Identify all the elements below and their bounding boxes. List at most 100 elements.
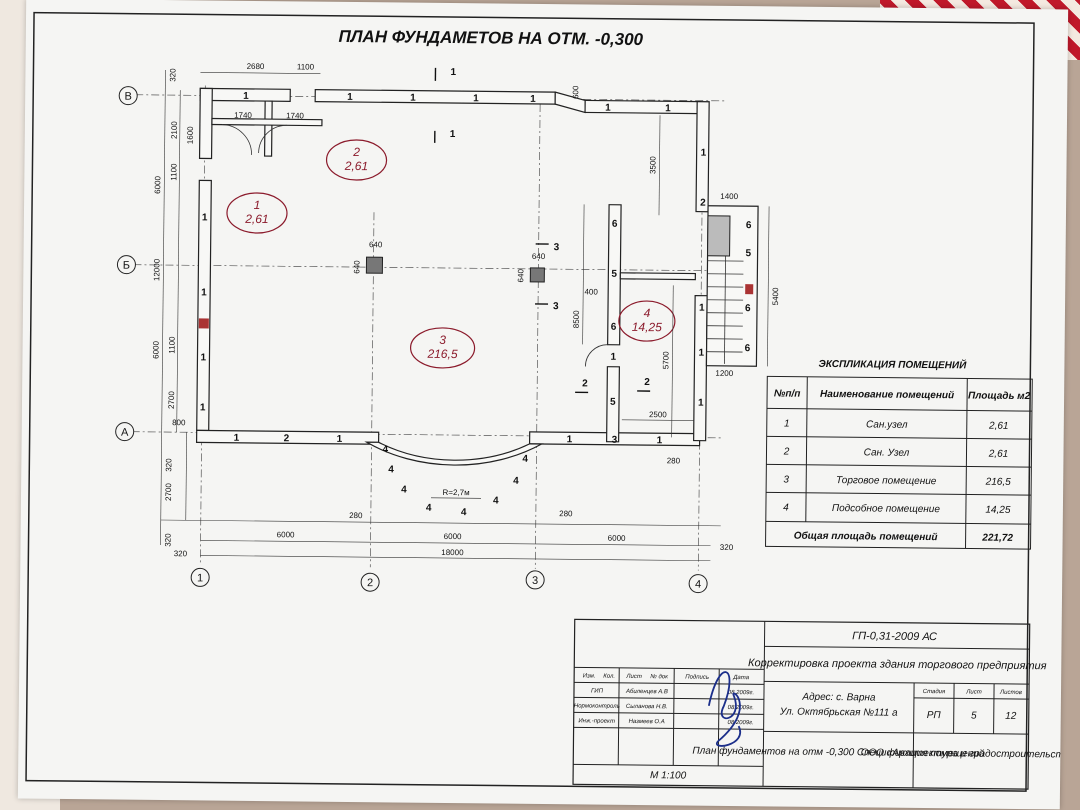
svg-text:1: 1 <box>473 93 479 104</box>
svg-text:280: 280 <box>559 509 573 518</box>
sheet-frame <box>25 11 1035 792</box>
svg-text:Сан. Узел: Сан. Узел <box>864 447 910 458</box>
svg-text:1: 1 <box>243 91 249 102</box>
svg-text:600: 600 <box>571 85 580 99</box>
axis-label-v: В <box>124 91 131 103</box>
wall-right-top <box>695 100 710 213</box>
wall-top-bend <box>554 91 586 114</box>
svg-text:5: 5 <box>971 710 977 721</box>
svg-text:1: 1 <box>202 212 208 223</box>
svg-text:1: 1 <box>200 402 206 413</box>
expl-header-area: Площадь м2 <box>968 390 1031 402</box>
svg-text:4: 4 <box>461 507 467 518</box>
svg-text:6: 6 <box>611 322 617 333</box>
axis-label-a: А <box>121 427 129 439</box>
svg-text:1600: 1600 <box>186 126 195 144</box>
axis-label-b: Б <box>123 260 130 272</box>
svg-text:6: 6 <box>745 303 751 314</box>
svg-text:Сан.узел: Сан.узел <box>866 419 908 430</box>
svg-text:1: 1 <box>698 398 704 409</box>
svg-text:1100: 1100 <box>169 163 178 181</box>
svg-text:12000: 12000 <box>152 258 161 281</box>
room-3-num: 3 <box>439 333 446 347</box>
svg-text:640: 640 <box>352 260 361 274</box>
expl-total-value: 221,72 <box>981 533 1013 544</box>
svg-text:6000: 6000 <box>151 340 160 358</box>
svg-text:4: 4 <box>493 495 499 506</box>
brick-insert-right <box>745 284 754 295</box>
room-2-num: 2 <box>352 145 360 159</box>
column-b2 <box>365 256 384 274</box>
svg-text:1: 1 <box>450 67 456 78</box>
room-4-num: 4 <box>644 306 651 320</box>
svg-text:Листов: Листов <box>999 690 1022 696</box>
svg-text:1: 1 <box>567 434 573 445</box>
svg-text:6000: 6000 <box>153 175 162 193</box>
svg-text:1: 1 <box>699 303 705 314</box>
svg-text:2: 2 <box>284 433 290 444</box>
door-wc1 <box>221 124 252 155</box>
svg-text:800: 800 <box>172 418 186 427</box>
svg-text:3: 3 <box>554 242 560 253</box>
svg-text:3: 3 <box>612 435 618 446</box>
svg-text:4: 4 <box>401 485 407 496</box>
svg-text:2700: 2700 <box>167 391 176 409</box>
svg-text:1: 1 <box>610 352 616 363</box>
svg-text:320: 320 <box>163 533 172 547</box>
svg-text:1100: 1100 <box>168 336 177 354</box>
room-labels: 1 2,61 2 2,61 3 216,5 4 14,25 <box>226 139 676 369</box>
explication-table: №п/п Наименование помещений Площадь м2 1… <box>765 375 1033 550</box>
drawing-sheet: ПЛАН ФУНДАМЕТОВ НА ОТМ. -0,300 В Б А 1 2… <box>17 0 1069 810</box>
room-3-area: 216,5 <box>426 347 458 361</box>
axis-bubbles: В Б А 1 2 3 4 <box>115 86 708 594</box>
svg-text:Абиленцев А.В: Абиленцев А.В <box>625 689 668 695</box>
svg-text:1740: 1740 <box>234 111 252 120</box>
wall-right-bottom <box>693 294 708 442</box>
svg-text:Назмеев О.А: Назмеев О.А <box>629 719 665 725</box>
svg-text:6: 6 <box>745 343 751 354</box>
svg-text:6000: 6000 <box>444 532 462 541</box>
svg-text:Дата: Дата <box>732 675 750 681</box>
svg-text:4: 4 <box>783 503 789 514</box>
section-marks: 1 1 3 3 2 2 <box>450 67 651 389</box>
stamp-address-2: Ул. Октябрьская №111 а <box>779 705 898 718</box>
svg-text:4: 4 <box>513 476 519 487</box>
svg-text:1: 1 <box>201 287 207 298</box>
radius-leader <box>431 497 482 499</box>
svg-text:3: 3 <box>553 301 559 312</box>
room-2-area: 2,61 <box>344 159 369 173</box>
svg-text:2: 2 <box>644 377 650 388</box>
room-2-oval <box>325 139 388 181</box>
stair-steps <box>706 255 744 364</box>
svg-text:1: 1 <box>698 348 704 359</box>
axis-label-2: 2 <box>367 577 373 589</box>
wall-marks: 1 1 1 1 1 1 1 1 2 1 1 1 1 1 1 1 1 2 1 1 … <box>200 91 752 518</box>
svg-text:640: 640 <box>516 268 525 282</box>
stamp-scale: М 1:100 <box>650 770 687 781</box>
room-1-num: 1 <box>254 198 261 212</box>
axis-label-4: 4 <box>695 579 701 591</box>
walls <box>195 87 759 447</box>
room-3-oval <box>409 327 476 369</box>
svg-text:Лист: Лист <box>965 689 982 695</box>
signature <box>707 671 742 747</box>
svg-text:640: 640 <box>369 240 383 249</box>
svg-text:1: 1 <box>450 129 456 140</box>
room-4-area: 14,25 <box>632 320 663 334</box>
expl-header-num: №п/п <box>774 388 801 399</box>
svg-text:08.2009г.: 08.2009г. <box>728 690 754 696</box>
svg-text:2: 2 <box>582 378 588 389</box>
svg-text:1400: 1400 <box>720 192 738 201</box>
svg-text:3500: 3500 <box>648 156 657 174</box>
wall-top-right <box>584 99 701 115</box>
svg-text:320: 320 <box>168 68 177 82</box>
svg-text:2: 2 <box>700 198 706 209</box>
wall-wc-divider <box>263 100 273 157</box>
svg-text:640: 640 <box>532 252 546 261</box>
svg-text:ГИП: ГИП <box>591 689 604 695</box>
svg-text:1: 1 <box>665 103 671 114</box>
svg-text:5: 5 <box>610 397 616 408</box>
svg-text:1740: 1740 <box>286 111 304 120</box>
svg-text:5400: 5400 <box>771 287 780 305</box>
expl-header-name: Наименование помещений <box>820 389 954 401</box>
